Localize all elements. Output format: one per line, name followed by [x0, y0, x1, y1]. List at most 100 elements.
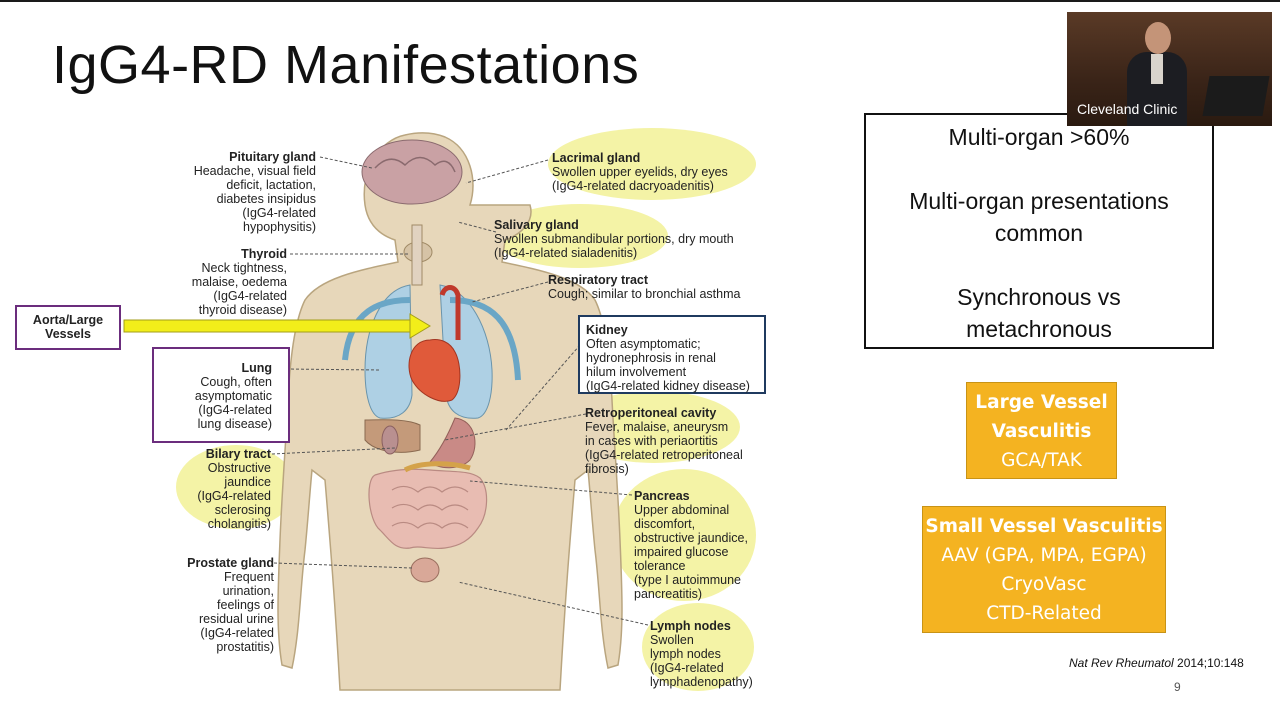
large-vessel-box: Large Vessel Vasculitis GCA/TAK	[966, 382, 1117, 479]
kidney-label-line: Often asymptomatic;	[586, 337, 701, 351]
biliary-label-name: Bilary tract	[205, 447, 271, 461]
speaker-head	[1145, 22, 1171, 54]
citation-ref: 2014;10:148	[1173, 656, 1244, 670]
salivary-label-name: Salivary gland	[494, 218, 579, 232]
kidney-label-line: hydronephrosis in renal	[586, 351, 716, 365]
pituitary-label-line: Headache, visual field	[193, 164, 316, 178]
lung-label-line: lung disease)	[197, 417, 272, 431]
pancreas-label-name: Pancreas	[634, 489, 690, 503]
retroperitoneal-label-line: (IgG4-related retroperitoneal	[585, 448, 743, 462]
biliary-label-line: sclerosing	[214, 503, 271, 517]
lung-label-line: (IgG4-related	[198, 403, 272, 417]
pancreas-label-line: obstructive jaundice,	[634, 531, 748, 545]
pancreas-label-line: impaired glucose	[634, 545, 729, 559]
small-vessel-item: AAV (GPA, MPA, EGPA)	[941, 545, 1147, 566]
speaker-shirt	[1151, 54, 1163, 84]
biliary-label-line: Obstructive	[207, 461, 271, 475]
stomach	[429, 417, 476, 469]
salivary-label-line: (IgG4-related sialadenitis)	[494, 246, 638, 260]
pancreas-label-line: (type I autoimmune	[634, 573, 741, 587]
page-number: 9	[1174, 680, 1181, 694]
small-vessel-item: CryoVasc	[1001, 574, 1087, 595]
retroperitoneal-label-line: Fever, malaise, aneurysm	[585, 420, 729, 434]
kidney-label-line: hilum involvement	[586, 365, 687, 379]
salivary-label-line: Swollen submandibular portions, dry mout…	[494, 232, 734, 246]
lymph-label-line: (IgG4-related	[650, 661, 724, 675]
pancreas-label-line: Upper abdominal	[634, 503, 730, 517]
prostate	[410, 557, 440, 583]
biliary-label-line: (IgG4-related	[197, 489, 271, 503]
thyroid-label-line: (IgG4-related	[213, 289, 287, 303]
respiratory-label: Respiratory tract Cough; similar to bron…	[548, 273, 740, 301]
aorta-arrow	[123, 313, 431, 339]
thyroid-label-line: Neck tightness,	[201, 261, 287, 275]
pituitary-label-name: Pituitary gland	[229, 150, 316, 164]
retroperitoneal-label-line: fibrosis)	[585, 462, 629, 476]
citation-journal: Nat Rev Rheumatol	[1069, 656, 1174, 670]
large-vessel-title-line2: Vasculitis	[991, 421, 1092, 442]
lung-callout-box: Lung Cough, often asymptomatic (IgG4-rel…	[152, 347, 290, 443]
salivary-label: Salivary gland Swollen submandibular por…	[494, 218, 734, 260]
retroperitoneal-label: Retroperitoneal cavity Fever, malaise, a…	[585, 406, 743, 476]
highlight-lacrimal	[548, 128, 756, 200]
kidney-label-name: Kidney	[586, 323, 628, 337]
prostate-label-line: prostatitis)	[216, 640, 274, 654]
lymph-label-line: lymph nodes	[650, 647, 721, 661]
aorta-label-line2: Vessels	[45, 327, 91, 341]
summary-line2: Multi-organ presentations	[909, 188, 1169, 214]
pituitary-label-line: hypophysitis)	[243, 220, 316, 234]
top-border-line	[0, 0, 1280, 2]
laptop-screen	[1202, 76, 1270, 116]
prostate-label-line: residual urine	[198, 612, 274, 626]
prostate-label-line: (IgG4-related	[200, 626, 274, 640]
retroperitoneal-label-name: Retroperitoneal cavity	[585, 406, 717, 420]
lung-label-line: asymptomatic	[194, 389, 272, 403]
lung-label-line: Cough, often	[200, 375, 272, 389]
thyroid-label: Thyroid Neck tightness, malaise, oedema …	[192, 247, 287, 317]
respiratory-label-line: Cough; similar to bronchial asthma	[548, 287, 741, 301]
kidney-callout-box: Kidney Often asymptomatic; hydronephrosi…	[578, 315, 766, 394]
small-vessel-item: CTD-Related	[986, 603, 1102, 624]
prostate-label-line: feelings of	[217, 598, 274, 612]
pancreas-label-line: discomfort,	[634, 517, 696, 531]
pituitary-label: Pituitary gland Headache, visual field d…	[194, 150, 316, 234]
lacrimal-label-name: Lacrimal gland	[552, 151, 641, 165]
kidney-label-line: (IgG4-related kidney disease)	[586, 379, 750, 393]
pancreas-label-line: tolerance	[634, 559, 686, 573]
lymph-label-name: Lymph nodes	[650, 619, 731, 633]
pancreas-label-line: pancreatitis)	[634, 587, 703, 601]
prostate-label: Prostate gland Frequent urination, feeli…	[187, 556, 274, 654]
video-caption: Cleveland Clinic	[1077, 101, 1178, 117]
heart	[408, 339, 461, 402]
large-vessel-title-line1: Large Vessel	[975, 392, 1108, 413]
highlight-biliary	[176, 445, 296, 529]
prostate-label-line: urination,	[222, 584, 274, 598]
small-vessel-box: Small Vessel Vasculitis AAV (GPA, MPA, E…	[922, 506, 1166, 633]
citation: Nat Rev Rheumatol 2014;10:148	[1069, 656, 1244, 670]
thyroid-label-line: malaise, oedema	[191, 275, 287, 289]
lymph-label: Lymph nodes Swollen lymph nodes (IgG4-re…	[650, 619, 753, 689]
brain	[361, 139, 463, 205]
summary-box: Multi-organ >60% Multi-organ presentatio…	[864, 113, 1214, 349]
prostate-label-name: Prostate gland	[187, 556, 274, 570]
highlight-salivary	[492, 204, 668, 268]
biliary-label: Bilary tract Obstructive jaundice (IgG4-…	[197, 447, 271, 531]
pituitary-label-line: diabetes insipidus	[216, 192, 316, 206]
lacrimal-label: Lacrimal gland Swollen upper eyelids, dr…	[552, 151, 728, 193]
lacrimal-label-line: (IgG4-related dacryoadenitis)	[552, 179, 714, 193]
lymph-label-line: lymphadenopathy)	[650, 675, 753, 689]
pituitary-label-line: (IgG4-related	[242, 206, 316, 220]
retroperitoneal-label-line: in cases with periaortitis	[585, 434, 718, 448]
respiratory-label-name: Respiratory tract	[548, 273, 649, 287]
slide-title: IgG4-RD Manifestations	[52, 35, 640, 95]
pancreas-label: Pancreas Upper abdominal discomfort, obs…	[634, 489, 748, 601]
lung-label-name: Lung	[241, 361, 272, 375]
large-vessel-item: GCA/TAK	[1001, 450, 1082, 471]
small-vessel-title: Small Vessel Vasculitis	[925, 516, 1163, 537]
aorta-callout-box: Aorta/Large Vessels	[15, 305, 121, 350]
summary-line4: Synchronous vs	[957, 284, 1121, 310]
pituitary-label-line: deficit, lactation,	[226, 178, 316, 192]
lymph-label-line: Swollen	[650, 633, 694, 647]
body-silhouette	[277, 132, 623, 691]
